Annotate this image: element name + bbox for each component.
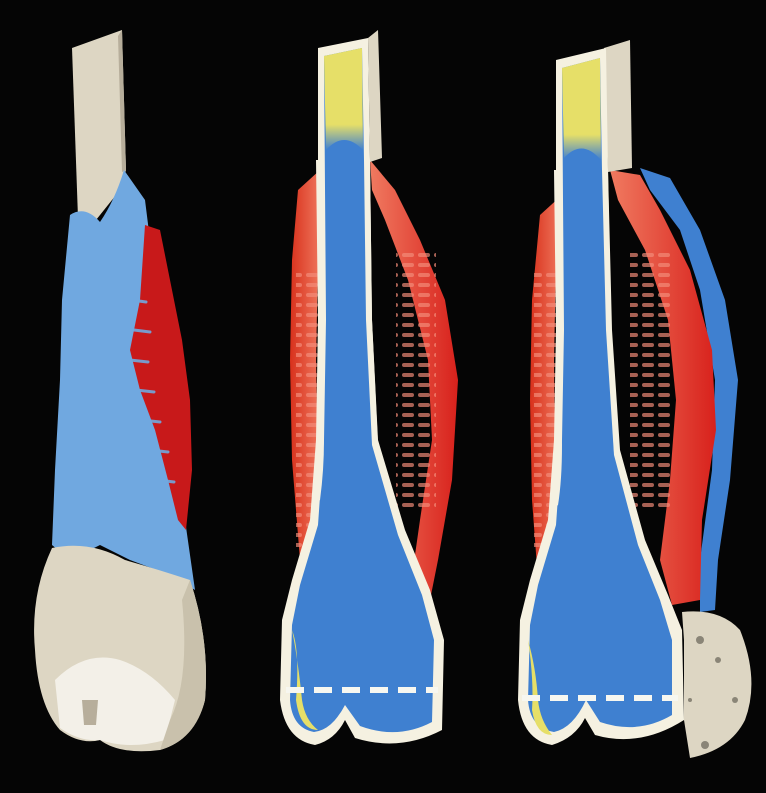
middle-yellow-marrow <box>324 48 363 150</box>
right-yellow-marrow <box>562 58 601 160</box>
